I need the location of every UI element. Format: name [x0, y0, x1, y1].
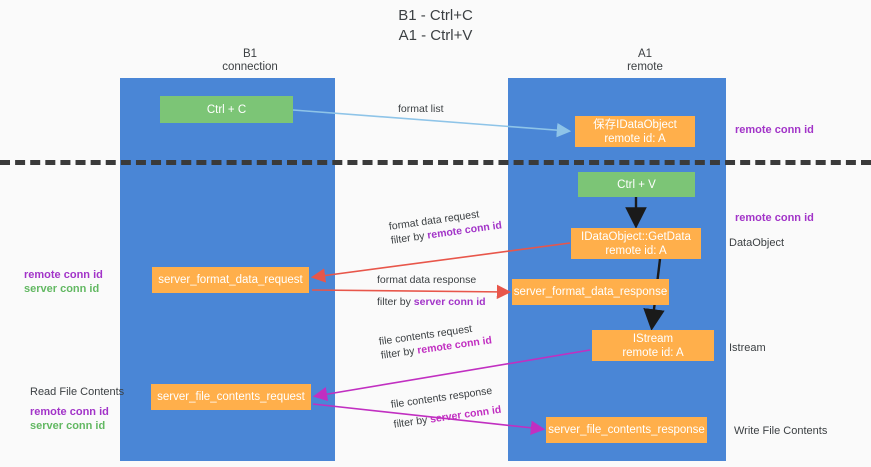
edge-label-format-data-response-text: format data response	[377, 274, 477, 286]
edge-label-file-contents-request-filter-prefix: filter by	[380, 344, 419, 362]
annotation-remote-conn-id-mid: remote conn id	[735, 212, 814, 224]
edge-label-format-list-text: format list	[398, 103, 444, 115]
annotation-dataobject: DataObject	[729, 237, 785, 249]
node-istream-line2: remote id: A	[622, 346, 684, 359]
node-ctrl-v-label: Ctrl + V	[617, 178, 656, 191]
node-istream-line1: IStream	[632, 332, 674, 345]
node-istream[interactable]: IStream remote id: A	[592, 330, 714, 361]
annotation-left-remote-conn-id: remote conn id	[24, 269, 103, 281]
title-line-2: A1 - Ctrl+V	[398, 27, 473, 44]
node-save-idataobject[interactable]: 保存IDataObject remote id: A	[575, 116, 695, 147]
node-server-format-data-request-label: server_format_data_request	[158, 274, 303, 286]
node-idataobject-getdata[interactable]: IDataObject::GetData remote id: A	[571, 228, 701, 259]
column-header-a1-name: A1	[637, 48, 653, 60]
phase-separator-dashed-line	[0, 160, 871, 165]
title-line-1: B1 - Ctrl+C	[398, 7, 473, 24]
edge-label-format-data-response: format data response filter by server co…	[377, 273, 486, 309]
node-save-idataobject-line1: 保存IDataObject	[593, 118, 677, 131]
edge-label-format-data-request: format data request filter by remote con…	[388, 204, 503, 247]
node-ctrl-c[interactable]: Ctrl + C	[160, 96, 293, 123]
annotation-write-file-contents: Write File Contents	[734, 425, 828, 437]
column-header-b1: B1 connection	[150, 48, 350, 74]
edge-label-file-contents-response: file contents response filter by server …	[390, 383, 502, 432]
node-server-file-contents-response[interactable]: server_file_contents_response	[546, 417, 707, 443]
annotation-left-conn-ids: remote conn id server conn id	[24, 268, 103, 296]
annotation-istream: Istream	[729, 342, 766, 354]
annotation-read-file-contents: Read File Contents	[30, 386, 125, 398]
node-server-format-data-response[interactable]: server_format_data_response	[512, 279, 669, 305]
edge-label-format-data-response-filter-key: server conn id	[413, 296, 486, 308]
node-server-format-data-request[interactable]: server_format_data_request	[152, 267, 309, 293]
node-ctrl-v[interactable]: Ctrl + V	[578, 172, 695, 197]
column-header-b1-role: connection	[222, 61, 278, 73]
node-server-format-data-response-label: server_format_data_response	[513, 286, 668, 298]
edge-label-format-list: format list	[398, 102, 444, 116]
node-server-file-contents-request-label: server_file_contents_request	[157, 391, 305, 403]
edge-label-format-data-request-filter-prefix: filter by	[390, 229, 429, 247]
annotation-remote-conn-id-top: remote conn id	[735, 124, 814, 136]
edge-label-file-contents-response-filter-prefix: filter by	[392, 413, 432, 431]
edge-label-file-contents-request: file contents request filter by remote c…	[378, 319, 493, 362]
node-getdata-line1: IDataObject::GetData	[581, 230, 691, 243]
annotation-read-file-contents-group: Read File Contents remote conn id server…	[30, 385, 124, 433]
node-save-idataobject-line2: remote id: A	[604, 132, 666, 145]
edge-label-file-contents-response-filter-key: server conn id	[429, 403, 503, 426]
annotation-left-server-conn-id-bottom: server conn id	[30, 420, 106, 432]
node-getdata-line2: remote id: A	[605, 244, 667, 257]
node-ctrl-c-label: Ctrl + C	[206, 103, 247, 116]
column-header-a1: A1 remote	[545, 48, 745, 74]
edge-label-format-data-response-filter-prefix: filter by	[377, 296, 414, 308]
column-header-b1-name: B1	[242, 48, 258, 60]
column-header-a1-role: remote	[627, 61, 663, 73]
node-server-file-contents-request[interactable]: server_file_contents_request	[151, 384, 311, 410]
page-title: B1 - Ctrl+C A1 - Ctrl+V	[0, 6, 871, 46]
annotation-left-remote-conn-id-bottom: remote conn id	[30, 406, 109, 418]
annotation-left-server-conn-id: server conn id	[24, 283, 100, 295]
node-server-file-contents-response-label: server_file_contents_response	[548, 424, 705, 436]
